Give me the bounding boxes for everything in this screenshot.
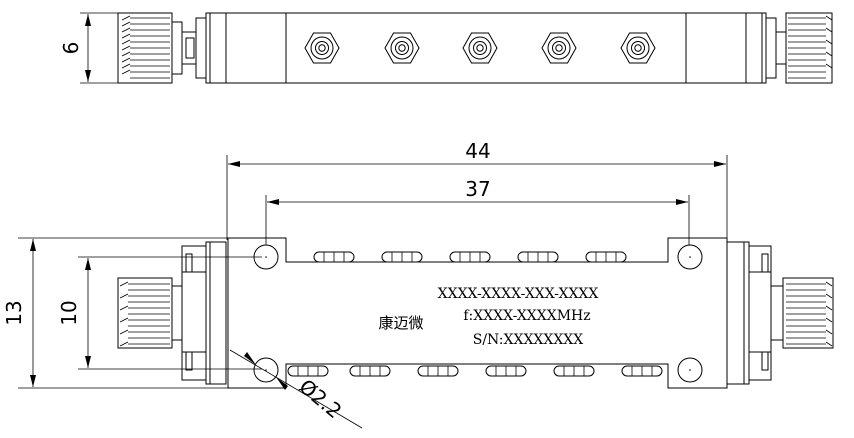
left-connector-side xyxy=(117,12,227,84)
left-connector-top xyxy=(117,241,227,385)
right-connector-top xyxy=(726,241,834,385)
dimension-height-top: 6 xyxy=(59,12,118,84)
mounting-hole xyxy=(677,357,703,383)
label-frequency: f:XXXX-XXXXMHz xyxy=(463,308,590,324)
right-connector-thread xyxy=(788,15,833,79)
dimension-inner-width: 10 xyxy=(57,256,262,370)
tuning-nut xyxy=(620,32,656,64)
dimension-hole-diameter: Ø2.2 xyxy=(229,349,363,429)
right-connector-top-thread xyxy=(786,281,833,347)
label-serial: S/N:XXXXXXXX xyxy=(473,332,584,348)
dimension-overall-length: 44 xyxy=(226,139,728,240)
dimension-overall-width-label: 13 xyxy=(2,300,26,325)
slot xyxy=(621,365,663,377)
left-connector-top-thread xyxy=(119,281,170,347)
label-model: XXXX-XXXX-XXX-XXXX xyxy=(438,286,599,302)
slot xyxy=(517,251,559,263)
dimension-hole-spacing-label: 37 xyxy=(465,177,490,201)
dimension-overall-width: 13 xyxy=(2,237,228,389)
tuning-nut xyxy=(384,32,420,64)
slot xyxy=(349,365,391,377)
slot xyxy=(449,251,491,263)
slot xyxy=(585,251,627,263)
slot xyxy=(485,365,527,377)
right-connector-side xyxy=(745,12,833,84)
top-view: 44 37 13 10 xyxy=(2,139,834,429)
tuning-nut xyxy=(541,32,577,64)
slot xyxy=(417,365,459,377)
left-connector-thread xyxy=(121,15,170,79)
dimension-hole-spacing: 37 xyxy=(265,177,690,245)
dimension-overall-length-label: 44 xyxy=(465,139,490,163)
bottom-slots xyxy=(287,365,663,377)
slot xyxy=(381,251,423,263)
top-slots xyxy=(313,251,627,263)
slot xyxy=(313,251,355,263)
side-view: 6 xyxy=(59,12,833,84)
mounting-hole xyxy=(253,357,279,383)
label-brand: 康迈微 xyxy=(378,314,423,332)
dimension-hole-diameter-label: Ø2.2 xyxy=(295,374,347,423)
tuning-nut xyxy=(462,32,498,64)
slot xyxy=(553,365,595,377)
dimension-inner-width-label: 10 xyxy=(57,300,81,325)
mounting-holes xyxy=(253,244,703,383)
tuning-nuts xyxy=(304,32,656,64)
mounting-hole xyxy=(677,244,703,270)
dimension-height-top-label: 6 xyxy=(59,42,83,55)
tuning-nut xyxy=(304,32,340,64)
mounting-hole xyxy=(253,244,279,270)
slot xyxy=(287,365,329,377)
